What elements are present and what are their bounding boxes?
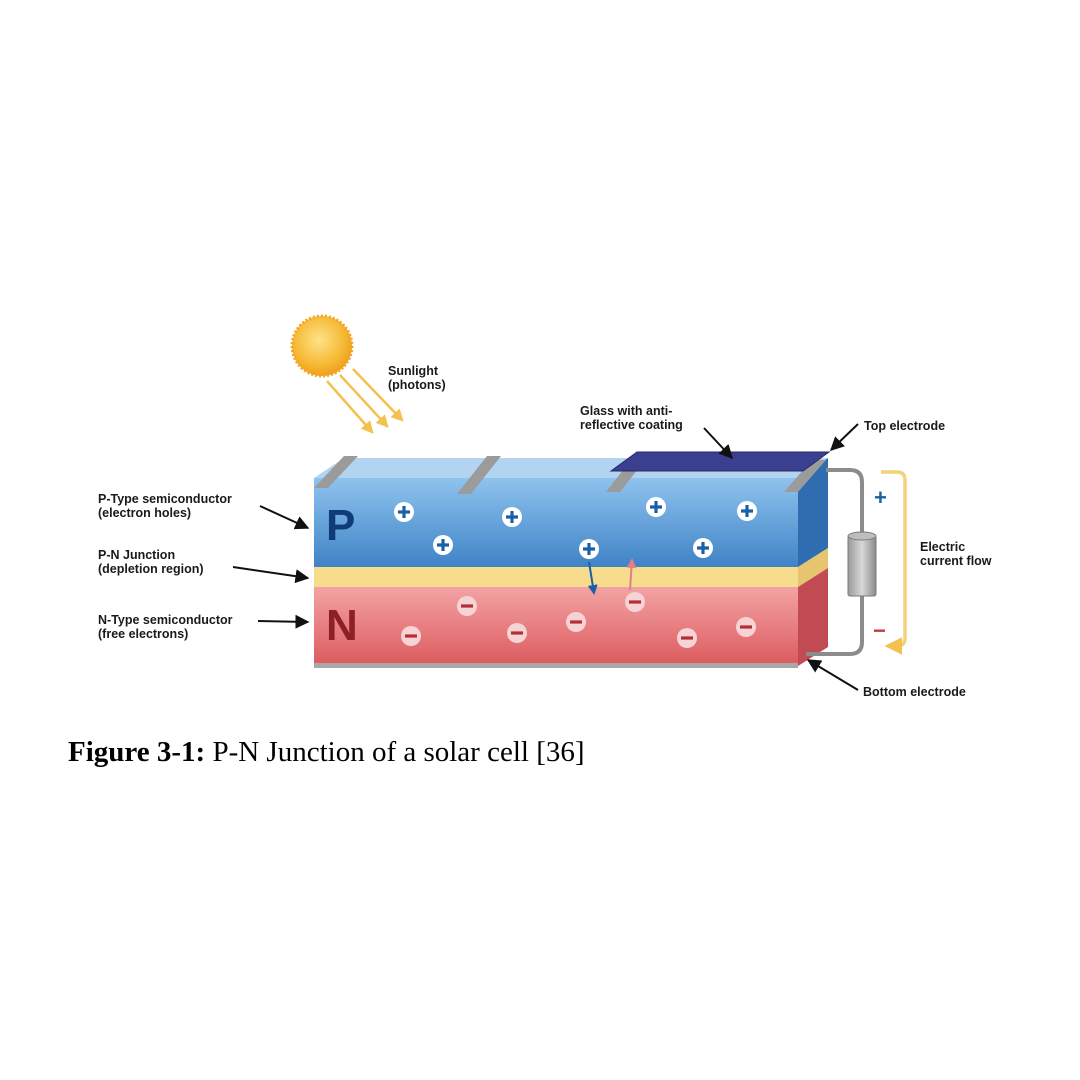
p-letter: P [326, 501, 355, 550]
hole-icon [693, 538, 713, 558]
junction-side [798, 548, 828, 587]
sunlight-label: Sunlight (photons) [388, 364, 446, 392]
hole-icon [646, 497, 666, 517]
bottom-electrode-label: Bottom electrode [863, 685, 966, 699]
electron-icon [736, 617, 756, 637]
n-letter: N [326, 601, 358, 650]
caption-text: P-N Junction of a solar cell [36] [205, 736, 585, 768]
load-resistor [847, 531, 877, 597]
electron-icon [625, 592, 645, 612]
top-electrode-label: Top electrode [864, 419, 946, 433]
n-type-label: N-Type semiconductor (free electrons) [98, 613, 233, 641]
hole-icon [433, 535, 453, 555]
hole-drift-arrow [587, 561, 598, 595]
figure-caption: Figure 3-1: P-N Junction of a solar cell… [68, 736, 585, 769]
current-flow-arrow [881, 470, 907, 655]
hole-icon [502, 507, 522, 527]
external-circuit [806, 468, 864, 656]
hole-particles [394, 497, 757, 559]
electron-icon [457, 596, 477, 616]
p-layer [314, 478, 798, 567]
electron-icon [401, 626, 421, 646]
pn-junction-label: P-N Junction (depletion region) [98, 548, 204, 576]
glass-label: Glass with anti- reflective coating [580, 404, 683, 432]
electron-icon [507, 623, 527, 643]
cell-bottom-edge [314, 663, 798, 668]
electron-particles [401, 592, 756, 648]
hole-icon [737, 501, 757, 521]
label-pointers [232, 423, 859, 691]
caption-label: Figure 3-1: [68, 736, 206, 768]
positive-terminal: + [874, 485, 887, 510]
electric-current-label: Electric current flow [920, 540, 992, 568]
glass-panel [609, 451, 831, 472]
hole-icon [394, 502, 414, 522]
sunlight-rays [326, 368, 404, 434]
electron-icon [677, 628, 697, 648]
p-type-label: P-Type semiconductor (electron holes) [98, 492, 232, 520]
sun-icon [290, 314, 354, 378]
electron-icon [566, 612, 586, 632]
electron-drift-arrow [626, 558, 637, 591]
hole-icon [579, 539, 599, 559]
p-layer-side [798, 458, 828, 567]
junction-layer [314, 567, 798, 587]
n-layer-side [798, 568, 828, 666]
negative-terminal: − [873, 618, 886, 643]
n-layer [314, 587, 798, 666]
